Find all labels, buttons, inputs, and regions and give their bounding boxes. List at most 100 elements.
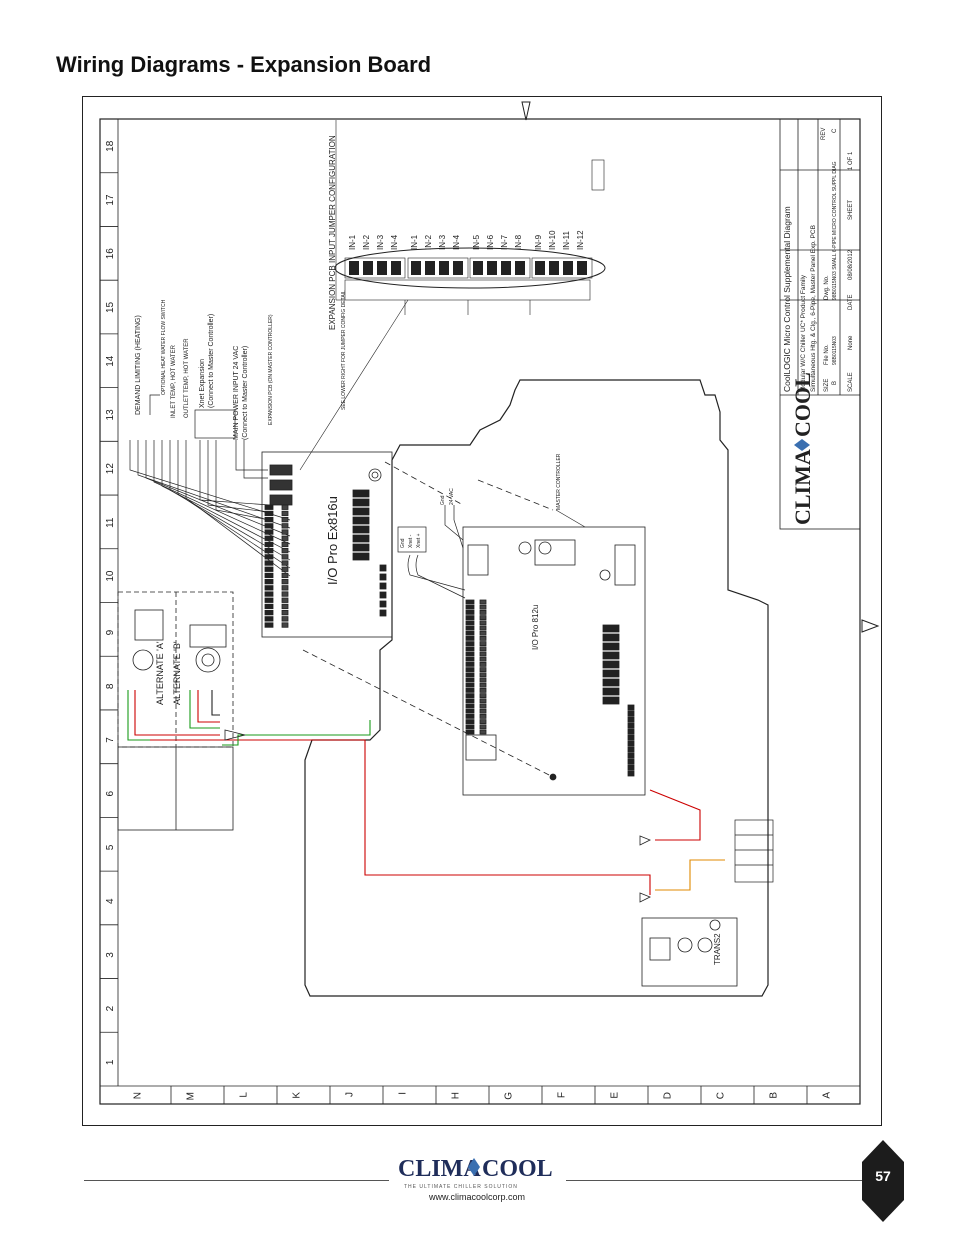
- exp-terminal: [264, 560, 274, 566]
- alternate-sensors-box: [117, 591, 234, 831]
- row-letter: B: [769, 1092, 780, 1099]
- jumper-input-label: IN-1: [348, 234, 357, 250]
- master-terminal: [479, 620, 487, 626]
- jumper-pin: [411, 261, 421, 275]
- master-terminal: [465, 693, 475, 698]
- input-inlet-temp: INLET TEMP, HOT WATER: [171, 344, 177, 418]
- master-terminal: [465, 688, 475, 693]
- exp-terminal: [264, 529, 274, 535]
- input-main-power: MAIN POWER INPUT 24 VAC: [233, 346, 240, 440]
- input-outlet-temp: OUTLET TEMP, HOT WATER: [184, 338, 190, 418]
- jumper-input-label: IN-7: [500, 234, 509, 250]
- jumper-input-label: IN-9: [534, 234, 543, 250]
- master-terminal: [479, 636, 487, 641]
- title-block-title: CoolLOGIC Micro Control Supplemental Dia…: [782, 206, 792, 392]
- xnet-term-gnd: Gnd: [400, 538, 406, 548]
- jumper-input-label: IN-6: [486, 234, 495, 250]
- size-label: SIZE: [824, 379, 830, 392]
- exp-terminal: [281, 529, 289, 535]
- page-number: 57: [875, 1168, 891, 1184]
- master-terminal: [479, 610, 487, 615]
- date-label: DATE: [848, 294, 854, 310]
- master-terminal: [465, 714, 475, 719]
- connector-arrows: [224, 729, 651, 903]
- exp-terminal: [281, 622, 289, 628]
- exp-terminal: [281, 535, 289, 541]
- master-terminal: [465, 708, 475, 714]
- exp-output-terminal: [379, 591, 387, 599]
- exp-terminal: [264, 523, 274, 529]
- master-terminal: [479, 672, 487, 678]
- master-output-terminal: [627, 758, 635, 765]
- jumper-pin: [535, 261, 545, 275]
- exp-terminal: [264, 603, 274, 610]
- row-letter: L: [239, 1092, 250, 1098]
- column-number: 13: [105, 409, 116, 421]
- footer-logo-right: COOL: [482, 1156, 553, 1182]
- title-block-line2: Simultaneous Htg. & Clg., 6-Pipe, Master…: [810, 225, 817, 392]
- page-number-badge: [862, 1140, 904, 1222]
- exp-terminal: [264, 517, 274, 523]
- exp-relay: [352, 516, 370, 525]
- exp-terminal: [264, 616, 274, 622]
- exp-terminal: [281, 523, 289, 529]
- master-terminal: [479, 703, 487, 709]
- exp-terminal: [281, 517, 289, 523]
- master-terminal: [479, 615, 487, 620]
- dwg-label: Dwg. No.: [824, 275, 830, 300]
- jumper-pin: [439, 261, 449, 275]
- date-value: 08/08/2012: [848, 249, 854, 280]
- column-number: 2: [105, 1005, 116, 1011]
- exp-relay: [352, 552, 370, 561]
- dotted-connector: [734, 819, 774, 883]
- master-relay: [602, 696, 620, 705]
- master-terminal: [479, 651, 487, 657]
- sheet-value: 1 OF 1: [848, 151, 854, 170]
- exp-terminal: [281, 510, 289, 517]
- scale-value: None: [848, 335, 854, 350]
- exp-terminal: [264, 591, 274, 597]
- master-output-terminal: [627, 752, 635, 759]
- power-term-gnd: Gnd: [440, 495, 446, 505]
- title-block: [779, 118, 861, 530]
- footer-url[interactable]: www.climacoolcorp.com: [428, 1192, 526, 1202]
- master-relay: [602, 687, 620, 696]
- master-terminal: [465, 719, 475, 724]
- column-number: 4: [105, 898, 116, 904]
- column-number: 10: [105, 570, 116, 582]
- xnet-connection: [397, 505, 466, 599]
- exp-terminal: [264, 554, 274, 560]
- row-letter: G: [504, 1092, 515, 1100]
- exp-terminal: [281, 616, 289, 622]
- dashed-leaders: [302, 461, 554, 778]
- diamond-icon: [468, 1158, 480, 1176]
- jumper-config-title: EXPANSION PCB INPUT JUMPER CONFIGURATION: [328, 135, 337, 330]
- master-terminal: [479, 719, 487, 724]
- rev-value: C: [832, 128, 838, 133]
- master-terminal: [479, 599, 487, 605]
- exp-terminal: [281, 548, 289, 554]
- exp-terminal: [264, 504, 274, 510]
- trans2-label: TRANS2: [713, 933, 722, 965]
- xnet-term-minus: Xnet -: [408, 534, 414, 548]
- column-number: 9: [105, 629, 116, 635]
- exp-terminal: [281, 585, 289, 591]
- jumper-input-label: IN-12: [576, 230, 585, 250]
- diamond-icon: [794, 439, 810, 451]
- master-output-terminal: [627, 716, 635, 723]
- exp-terminal: [264, 510, 274, 517]
- exp-output-terminal: [379, 564, 387, 572]
- master-output-terminal: [627, 740, 635, 747]
- master-terminal: [479, 693, 487, 698]
- jumper-pin: [563, 261, 573, 275]
- exp-terminal: [281, 610, 289, 616]
- master-terminal: [479, 641, 487, 646]
- expansion-board: [261, 451, 393, 638]
- master-terminal: [465, 656, 475, 662]
- title-block-logo-right: COOL: [790, 372, 815, 437]
- master-controller-label: MASTER CONTROLLER: [556, 453, 562, 510]
- master-terminal: [479, 714, 487, 719]
- master-board: [462, 526, 646, 796]
- file-label: File No.: [824, 344, 830, 365]
- column-number: 14: [105, 355, 116, 367]
